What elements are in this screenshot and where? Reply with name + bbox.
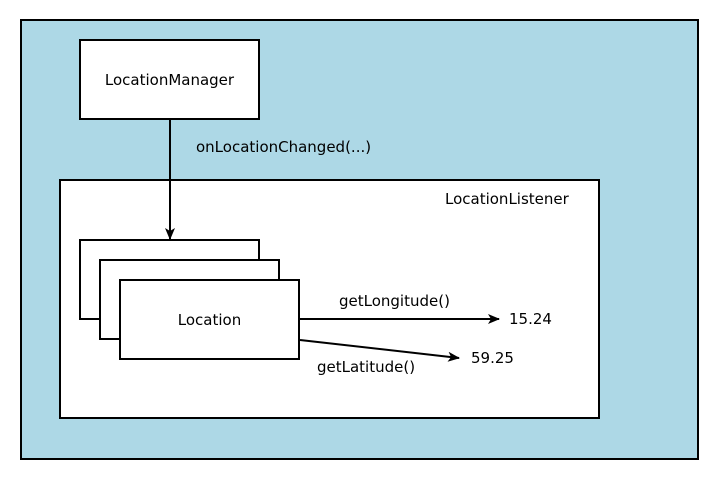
longitude-value: 15.24 — [509, 310, 552, 328]
location-listener-label: LocationListener — [445, 190, 569, 208]
latitude-value: 59.25 — [471, 349, 514, 367]
location-box-front: Location — [119, 279, 300, 360]
location-manager-box: LocationManager — [79, 39, 260, 120]
location-label: Location — [177, 310, 242, 329]
location-manager-label: LocationManager — [104, 70, 235, 89]
on-location-changed-label: onLocationChanged(...) — [196, 138, 372, 156]
get-longitude-label: getLongitude() — [339, 292, 450, 310]
get-latitude-label: getLatitude() — [317, 358, 416, 376]
